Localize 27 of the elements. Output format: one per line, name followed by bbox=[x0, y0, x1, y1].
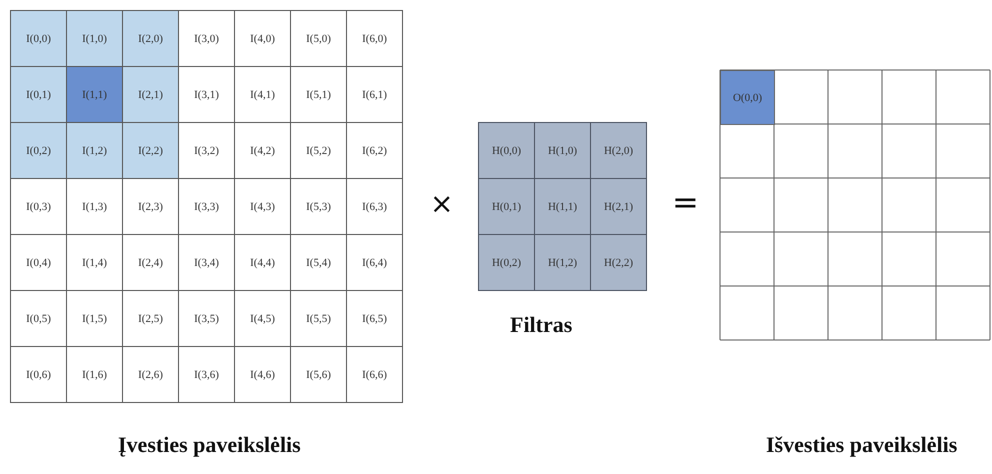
matrix-cell: I(2,1) bbox=[122, 66, 179, 123]
input-image-caption: Įvesties paveikslėlis bbox=[118, 432, 301, 458]
matrix-cell: H(2,2) bbox=[590, 234, 647, 291]
matrix-cell: I(0,2) bbox=[10, 122, 67, 179]
matrix-cell: I(2,2) bbox=[122, 122, 179, 179]
matrix-cell: I(1,0) bbox=[66, 10, 123, 67]
matrix-cell: O(0,0) bbox=[720, 70, 775, 125]
filter-caption: Filtras bbox=[510, 312, 572, 338]
matrix-cell: H(1,0) bbox=[534, 122, 591, 179]
matrix-cell: H(0,2) bbox=[478, 234, 535, 291]
multiply-sign: × bbox=[430, 190, 454, 218]
matrix-cell: I(0,0) bbox=[10, 10, 67, 67]
equals-sign: = bbox=[672, 186, 699, 218]
matrix-cell: H(2,0) bbox=[590, 122, 647, 179]
matrix-cell: H(0,1) bbox=[478, 178, 535, 235]
matrix-cell: I(0,6) bbox=[10, 346, 67, 403]
matrix-cell: H(2,1) bbox=[590, 178, 647, 235]
matrix-cell: I(6,0) bbox=[346, 10, 403, 67]
matrix-cell: I(0,1) bbox=[10, 66, 67, 123]
matrix-cell: I(1,2) bbox=[66, 122, 123, 179]
matrix-cell: H(1,2) bbox=[534, 234, 591, 291]
matrix-cell: I(6,6) bbox=[346, 346, 403, 403]
matrix-cell: I(1,1) bbox=[66, 66, 123, 123]
matrix-cell: I(2,0) bbox=[122, 10, 179, 67]
matrix-cell: H(1,1) bbox=[534, 178, 591, 235]
output-image-caption: Išvesties paveikslėlis bbox=[766, 432, 958, 458]
matrix-cell: H(0,0) bbox=[478, 122, 535, 179]
